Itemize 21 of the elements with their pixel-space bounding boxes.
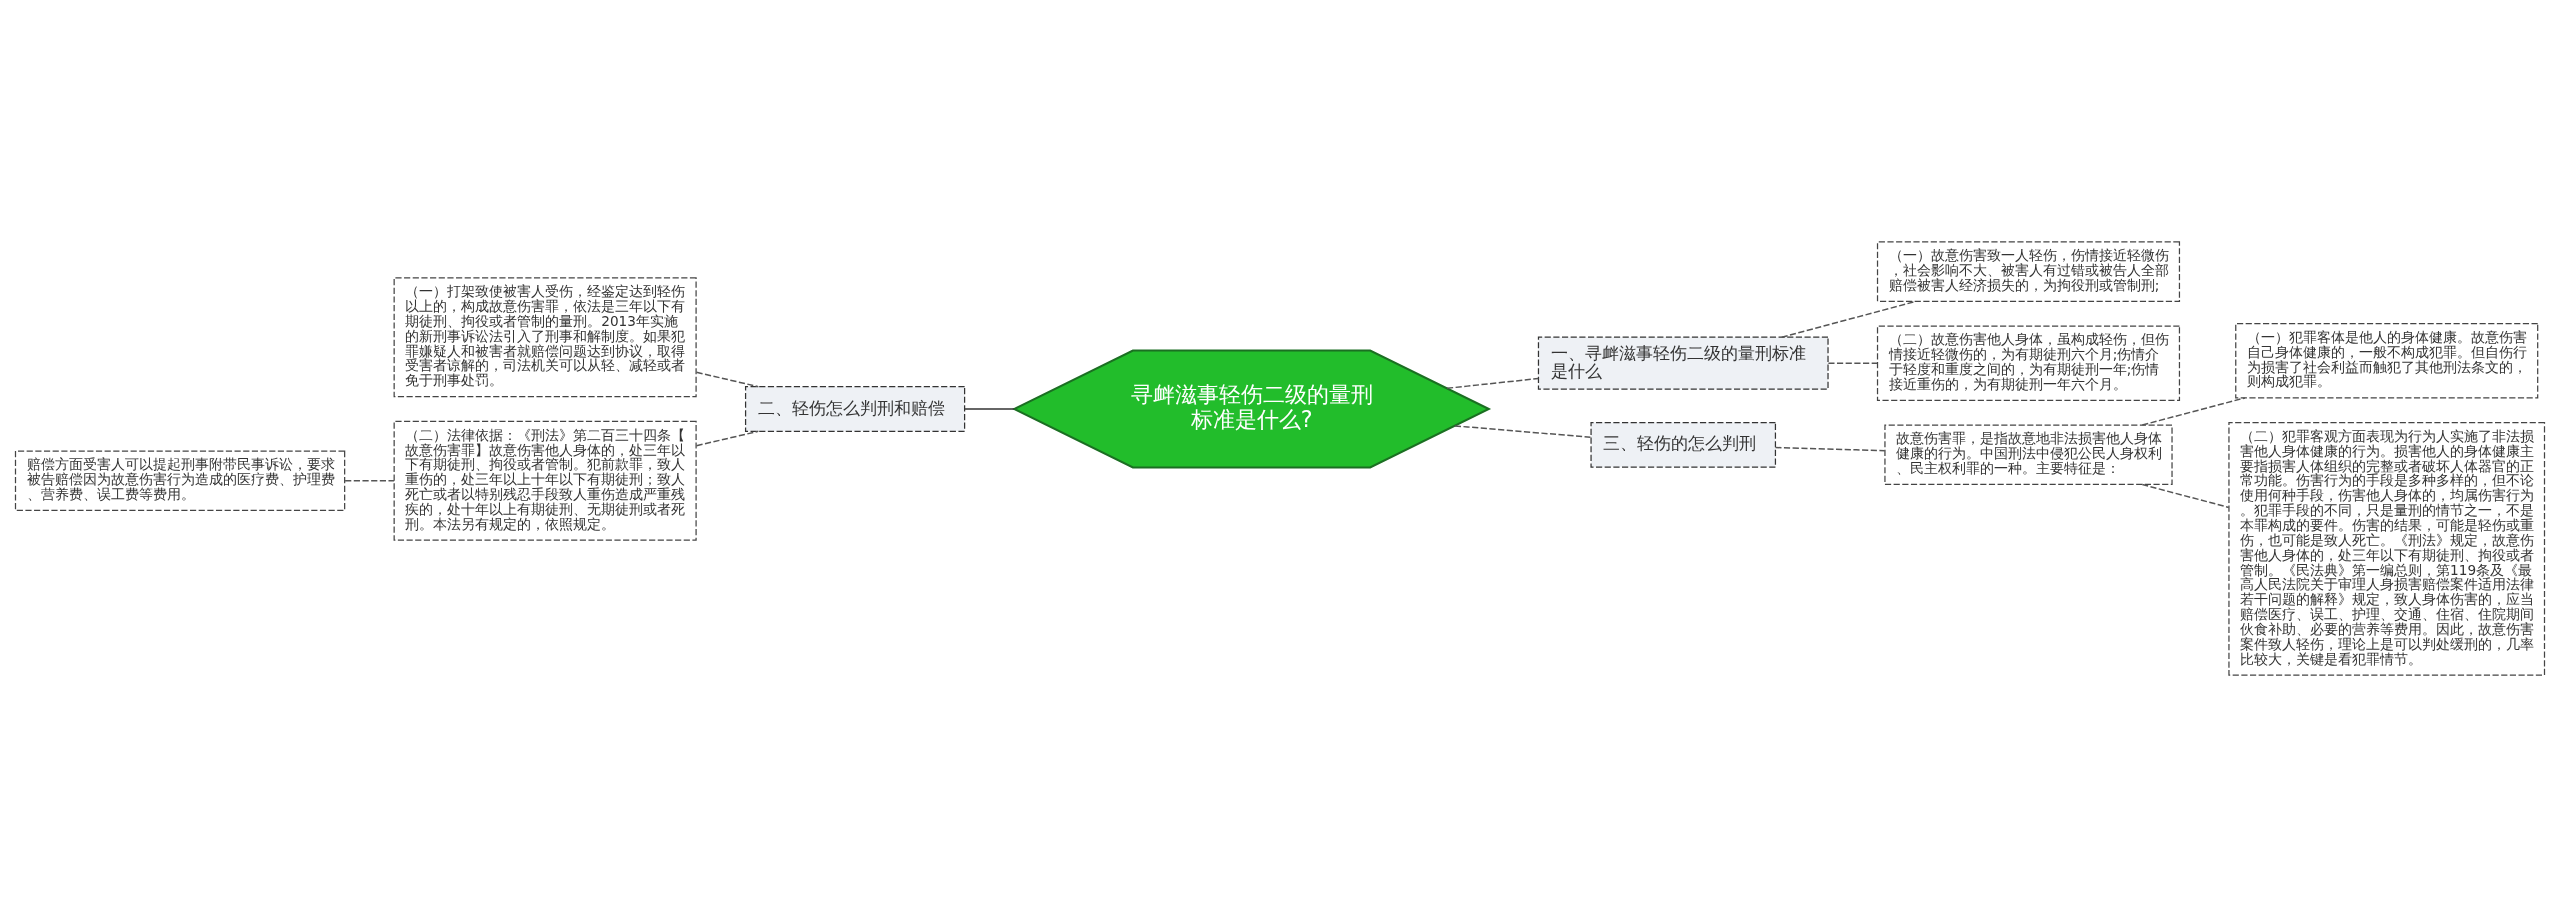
connector: [2141, 396, 2246, 426]
node-box: 一、寻衅滋事轻伤二级的量刑标准是什么: [1537, 336, 1829, 390]
node-box: （二）法律依据：《刑法》第二百三十四条【故意伤害罪】故意伤害他人身体的，处三年以下有期徒刑、拘役或者管制。犯前款罪，致人重伤的，处三年以上十年以下有期徒刑；致人死亡或者以特别残忍手段致人重伤造成严重残疾的，处十年以上有期徒刑、无期徒刑或者死刑。本法另有规定的，依照规定。: [393, 420, 697, 541]
node-box: 二、轻伤怎么判刑和赔偿: [744, 385, 966, 432]
node-box: （一）打架致使被害人受伤，经鉴定达到轻伤以上的，构成故意伤害罪，依法是三年以下有期徒刑、拘役或者管制的量刑。2013年实施的新刑事诉讼法引入了刑事和解制度。如果犯罪嫌疑人和被害者就赔偿问题达到协议，取得受害者谅解的，司法机关可以从轻、减轻或者免于刑事处罚。: [393, 276, 697, 397]
connector: [1446, 377, 1540, 389]
node-box: （一）故意伤害致一人轻伤，伤情接近轻微伤，社会影响不大、被害人有过错或被告人全部赔偿被害人经济损失的，为拘役刑或管制刑;: [1876, 240, 2181, 302]
connector: [964, 407, 1015, 410]
node-box: （二）犯罪客观方面表现为行为人实施了非法损害他人身体健康的行为。损害他人的身体健康主要指损害人体组织的完整或者破坏人体器官的正常功能。伤害行为的手段是多种多样的，但不论使用何种手段，伤害他人身体的，均属伤害行为。犯罪手段的不同，只是量刑的情节之一，不是本罪构成的要件。伤害的结果，可能是轻伤或重伤，也可能是致人死亡。《刑法》规定，故意伤害他人身体的，处三年以下有期徒刑、拘役或者管制。《民法典》第一编总则，第119条及《最高人民法院关于审理人身损害赔偿案件适用法律若干问题的解释》规定，致人身体伤害的，应当赔偿医疗、误工、护理、交通、住宿、住院期间伙食补助、必要的营养等费用。因此，故意伤害案件致人轻伤，理论上是可以判处缓刑的，几率比较大，关键是看犯罪情节。: [2228, 421, 2546, 676]
connector: [695, 371, 760, 387]
node-box: （二）故意伤害他人身体，虽构成轻伤，但伤情接近轻微伤的，为有期徒刑六个月;伤情介于轻度和重度之间的，为有期徒刑一年;伤情接近重伤的，为有期徒刑一年六个月。: [1876, 324, 2181, 401]
connector: [344, 479, 395, 481]
node-box: 三、轻伤的怎么判刑: [1590, 421, 1777, 468]
node-box: 故意伤害罪，是指故意地非法损害他人身体健康的行为。中国刑法中侵犯公民人身权利、民主权利罪的一种。主要特征是：: [1884, 423, 2173, 485]
connector: [695, 430, 760, 446]
connector: [1454, 424, 1592, 438]
connector: [1827, 362, 1878, 364]
node-box: 赔偿方面受害人可以提起刑事附带民事诉讼，要求被告赔偿因为故意伤害行为造成的医疗费、护理费、营养费、误工费等费用。: [14, 449, 346, 511]
connector: [1774, 446, 1886, 451]
connector: [2141, 483, 2230, 508]
node-box: （一）犯罪客体是他人的身体健康。故意伤害自己身体健康的，一般不构成犯罪。但自伤行为损害了社会利益而触犯了其他刑法条文的，则构成犯罪。: [2235, 322, 2539, 398]
